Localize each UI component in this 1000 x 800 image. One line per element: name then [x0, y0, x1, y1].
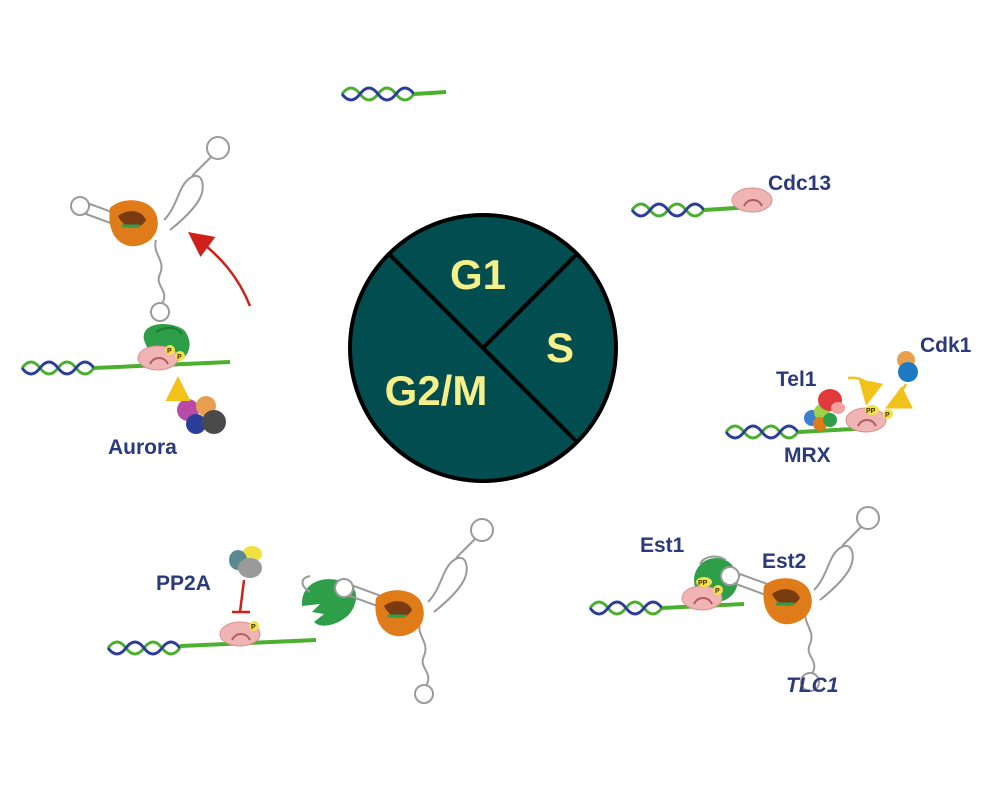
cell-cycle-wheel: G1 S G2/M: [348, 213, 618, 483]
label-est2: Est2: [762, 550, 806, 573]
phase-g1: G1: [450, 251, 506, 298]
label-est1: Est1: [640, 534, 685, 557]
pp2a-inhibit: [238, 579, 246, 613]
phase-s: S: [546, 324, 574, 371]
pp2a-complex: [229, 546, 262, 578]
cdk1-arrow: [885, 383, 914, 409]
cdk1-protein: [897, 351, 918, 382]
telomerase-free-topleft: [70, 136, 252, 322]
est2-topleft: [107, 198, 160, 248]
pp2a-dephosphorylation: P PP2A: [106, 518, 494, 704]
svg-text:P: P: [167, 348, 172, 355]
cdc13-protein: [731, 187, 773, 213]
label-tel1: Tel1: [776, 368, 817, 391]
label-cdk1: Cdk1: [920, 334, 972, 357]
tel1-mrx-cdk1-complex: PP P Tel1 Cdk1 MRX: [724, 334, 972, 467]
telomere-dna-bare: [340, 86, 447, 102]
svg-text:P: P: [251, 624, 256, 631]
telomerase-recruited-complex: PP P Est1 Est2 TLC1: [588, 506, 880, 697]
cdc13-bound-telomere: Cdc13: [630, 172, 831, 218]
svg-text:PP: PP: [698, 580, 708, 587]
label-pp2a: PP2A: [156, 572, 211, 595]
svg-text:P: P: [885, 412, 890, 419]
tel1-protein: [818, 389, 845, 414]
est2-free: [373, 588, 426, 638]
mrx-complex: [804, 404, 837, 431]
label-tlc1: TLC1: [786, 674, 839, 697]
aurora-complex: [177, 396, 226, 434]
label-aurora: Aurora: [108, 436, 177, 459]
svg-text:P: P: [715, 588, 720, 595]
svg-text:P: P: [177, 354, 182, 361]
label-mrx: MRX: [784, 444, 831, 467]
est2-protein: [761, 576, 814, 626]
label-cdc13: Cdc13: [768, 172, 831, 195]
tel1-arrow: [847, 376, 884, 406]
release-arrow: [188, 231, 252, 307]
aurora-phosphorylation: P P Aurora: [20, 324, 231, 459]
svg-text:PP: PP: [866, 408, 876, 415]
phase-g2m: G2/M: [385, 367, 488, 414]
